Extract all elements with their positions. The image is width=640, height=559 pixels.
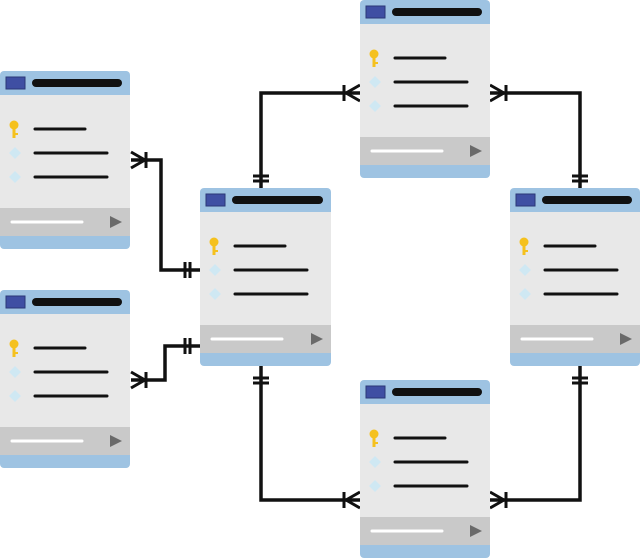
play-arrow-icon[interactable] bbox=[470, 525, 482, 537]
relationship-line bbox=[490, 366, 582, 502]
relationship-line bbox=[131, 158, 200, 272]
table-row bbox=[369, 100, 469, 112]
diamond-icon bbox=[9, 147, 21, 159]
table-title-bar bbox=[392, 388, 482, 396]
diamond-icon bbox=[519, 288, 531, 300]
table-row bbox=[9, 366, 109, 378]
table-icon bbox=[515, 193, 536, 207]
table-top[interactable] bbox=[360, 0, 490, 178]
key-icon bbox=[369, 429, 379, 447]
table-title-bar bbox=[232, 196, 323, 204]
table-row bbox=[209, 288, 309, 300]
table-row bbox=[369, 429, 447, 447]
table-row bbox=[369, 49, 447, 67]
connectors bbox=[130, 83, 588, 510]
relationship-line bbox=[490, 91, 582, 188]
play-arrow-icon[interactable] bbox=[620, 333, 632, 345]
play-arrow-icon[interactable] bbox=[110, 435, 122, 447]
key-icon bbox=[9, 339, 19, 357]
table-row bbox=[519, 288, 619, 300]
relationship-line bbox=[259, 91, 360, 188]
table-icon bbox=[365, 5, 386, 19]
table-top-left[interactable] bbox=[0, 71, 130, 249]
many-crowfoot-marker bbox=[345, 83, 361, 103]
table-icon bbox=[365, 385, 386, 399]
diamond-icon bbox=[369, 480, 381, 492]
relationship-center-top bbox=[253, 83, 361, 188]
many-crowfoot-marker bbox=[130, 370, 146, 390]
diamond-icon bbox=[9, 366, 21, 378]
many-crowfoot-marker bbox=[130, 150, 146, 170]
table-row bbox=[369, 456, 469, 468]
table-title-bar bbox=[542, 196, 632, 204]
relationship-center-bottom-left bbox=[130, 338, 200, 390]
relationship-right-bottom bbox=[489, 366, 588, 510]
diamond-icon bbox=[209, 288, 221, 300]
table-title-bar bbox=[392, 8, 482, 16]
many-crowfoot-marker bbox=[489, 490, 505, 510]
table-row bbox=[369, 76, 469, 88]
key-icon bbox=[519, 237, 529, 255]
table-icon bbox=[205, 193, 226, 207]
key-icon bbox=[9, 120, 19, 138]
table-row bbox=[9, 120, 87, 138]
table-icon bbox=[5, 76, 26, 90]
relationship-line bbox=[259, 366, 360, 502]
table-row bbox=[209, 237, 287, 255]
many-crowfoot-marker bbox=[345, 490, 361, 510]
table-bottom[interactable] bbox=[360, 380, 490, 558]
table-bottom-left[interactable] bbox=[0, 290, 130, 468]
table-center[interactable] bbox=[200, 188, 331, 366]
table-right[interactable] bbox=[510, 188, 640, 366]
diamond-icon bbox=[369, 456, 381, 468]
table-title-bar bbox=[32, 298, 122, 306]
table-row bbox=[9, 171, 109, 183]
table-row bbox=[369, 480, 469, 492]
play-arrow-icon[interactable] bbox=[311, 333, 323, 345]
many-crowfoot-marker bbox=[489, 83, 505, 103]
play-arrow-icon[interactable] bbox=[470, 145, 482, 157]
table-row bbox=[9, 147, 109, 159]
table-row bbox=[519, 264, 619, 276]
table-row bbox=[9, 339, 87, 357]
relationship-center-top-left bbox=[130, 150, 200, 278]
diamond-icon bbox=[519, 264, 531, 276]
relationship-center-bottom bbox=[253, 366, 361, 510]
play-arrow-icon[interactable] bbox=[110, 216, 122, 228]
diamond-icon bbox=[369, 100, 381, 112]
table-row bbox=[9, 390, 109, 402]
key-icon bbox=[209, 237, 219, 255]
diamond-icon bbox=[209, 264, 221, 276]
table-title-bar bbox=[32, 79, 122, 87]
diamond-icon bbox=[9, 171, 21, 183]
relationship-line bbox=[131, 344, 200, 382]
diamond-icon bbox=[369, 76, 381, 88]
key-icon bbox=[369, 49, 379, 67]
table-row bbox=[519, 237, 597, 255]
table-row bbox=[209, 264, 309, 276]
relationship-right-top bbox=[489, 83, 588, 188]
table-icon bbox=[5, 295, 26, 309]
diamond-icon bbox=[9, 390, 21, 402]
